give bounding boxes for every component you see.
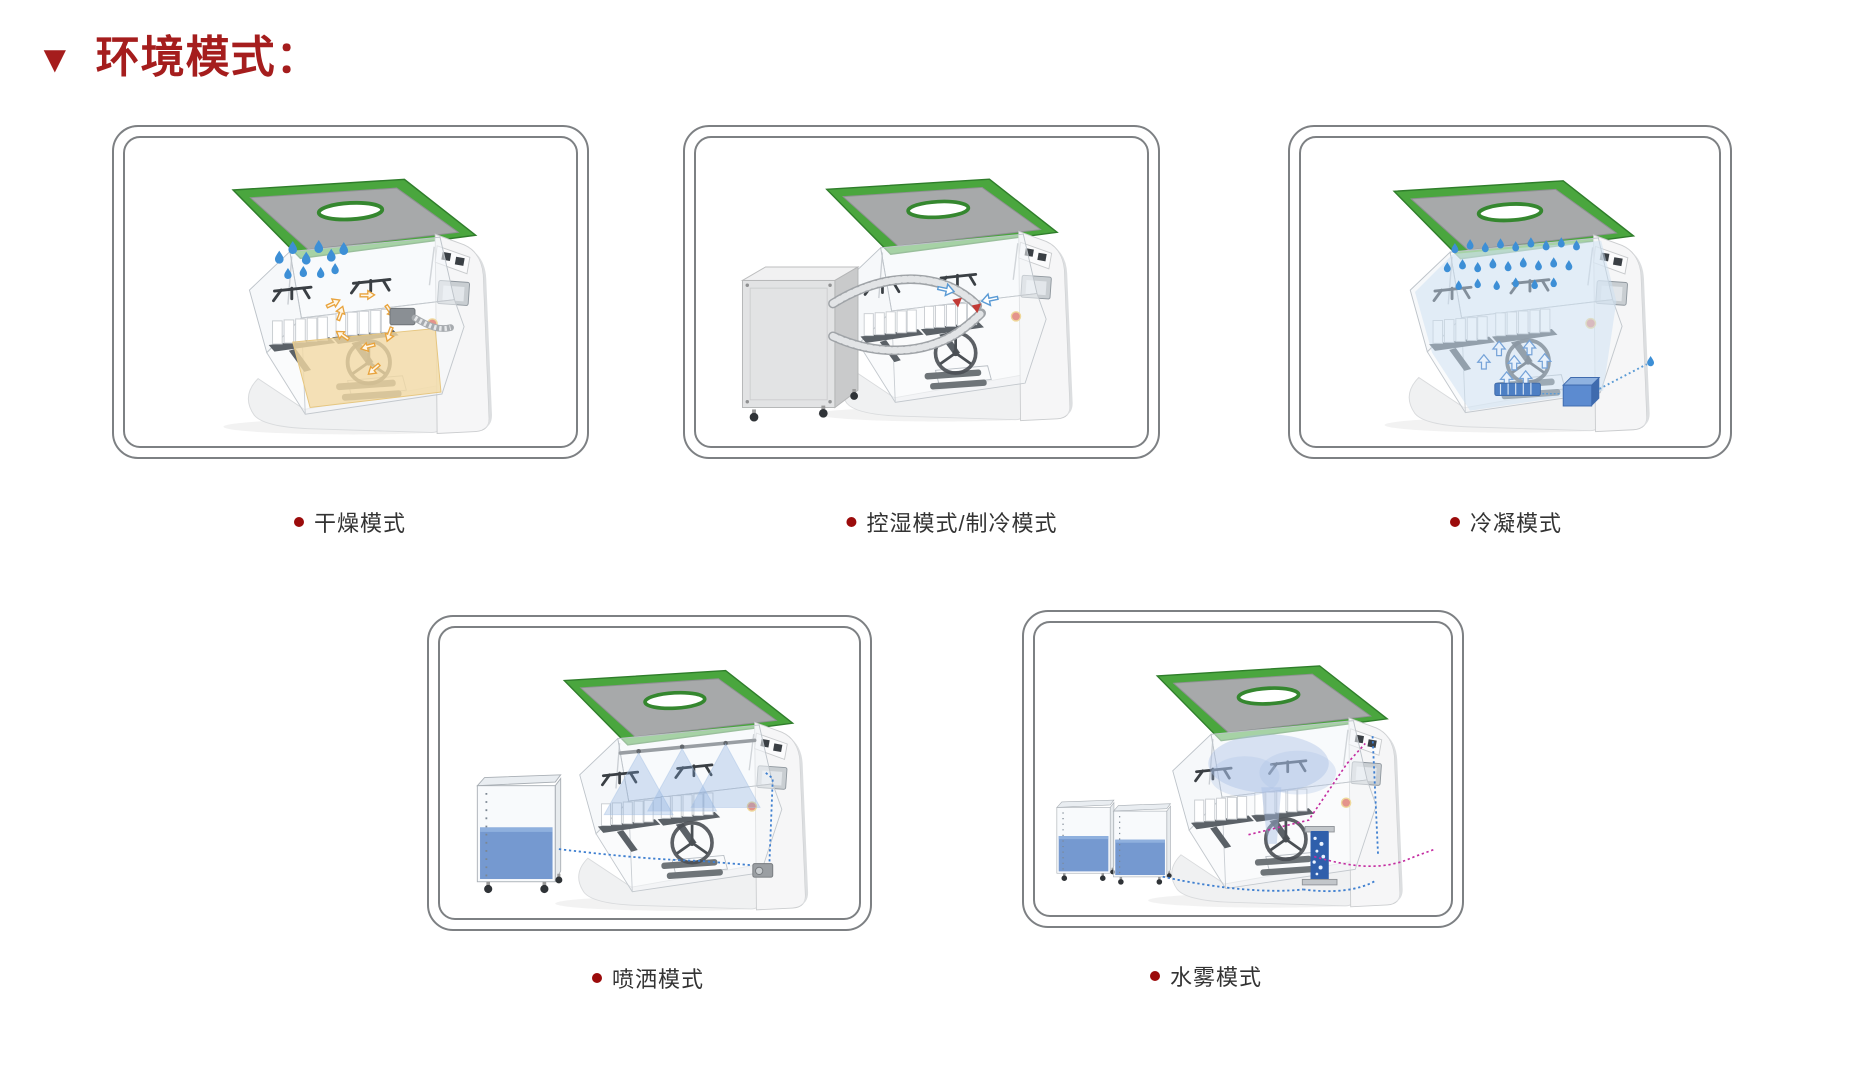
caption-dry-mode: 干燥模式	[293, 506, 407, 538]
section-title: ▼ 环境模式：	[36, 36, 321, 80]
mode-panel-mist	[1022, 610, 1464, 928]
water-feed-dotted-line	[1542, 356, 1655, 395]
humidity-cooling-mode-chamber-illustration	[740, 177, 1075, 424]
bullet-icon	[591, 973, 602, 983]
water-tank-left	[1057, 800, 1115, 881]
mode-panel-spray	[427, 615, 872, 931]
caption-label: 水雾模式	[1169, 965, 1263, 990]
frame-humidity-cooling	[694, 136, 1149, 448]
water-reservoir-box	[1562, 377, 1601, 407]
corrugated-hoses	[828, 274, 986, 356]
caption-label: 干燥模式	[313, 511, 407, 536]
mode-panel-dry	[112, 125, 589, 459]
caption-label: 控湿模式/制冷模式	[866, 511, 1058, 536]
airflow-arrows	[936, 281, 1000, 314]
spray-mode-chamber-illustration	[440, 668, 810, 913]
caption-label: 冷凝模式	[1469, 511, 1563, 536]
water-tank-right	[1113, 804, 1171, 885]
mist-mode-chamber-illustration	[1035, 664, 1435, 910]
caption-humidity-cooling-mode: 控湿模式/制冷模式	[846, 506, 1057, 538]
mode-panel-condensation	[1288, 125, 1732, 459]
dry-mode-chamber-illustration	[221, 177, 494, 437]
section-title-text: 环境模式：	[95, 33, 321, 82]
evaporation-tray	[1494, 382, 1541, 397]
circulation-pump	[752, 863, 774, 878]
condensation-mode-chamber-illustration	[1382, 178, 1655, 435]
frame-condensation	[1299, 136, 1721, 448]
bubble-column-saturator	[1301, 826, 1338, 886]
mode-panel-humidity-cooling	[683, 125, 1160, 459]
mist-cloud	[1208, 734, 1337, 844]
caption-mist-mode: 水雾模式	[1149, 960, 1263, 992]
mist-dotted-lines-magenta	[1248, 742, 1435, 868]
bullet-icon	[1149, 971, 1160, 981]
circulation-dotted-line	[558, 770, 774, 873]
section-marker-triangle-icon: ▼	[36, 39, 74, 81]
caption-condensation-mode: 冷凝模式	[1449, 506, 1563, 538]
caption-label: 喷洒模式	[611, 967, 705, 992]
bullet-icon	[293, 517, 304, 527]
bullet-icon	[846, 517, 857, 527]
frame-spray	[438, 626, 861, 920]
spray-bar-and-nozzles	[618, 738, 757, 755]
caption-spray-mode: 喷洒模式	[591, 962, 705, 994]
water-tank	[477, 775, 562, 893]
frame-mist	[1033, 621, 1453, 917]
frame-dry	[123, 136, 578, 448]
spray-cones	[603, 743, 761, 816]
hand-control-hose	[389, 307, 454, 332]
water-dotted-lines	[1162, 736, 1379, 893]
bullet-icon	[1449, 517, 1460, 527]
humid-interior-tint	[1415, 240, 1617, 411]
